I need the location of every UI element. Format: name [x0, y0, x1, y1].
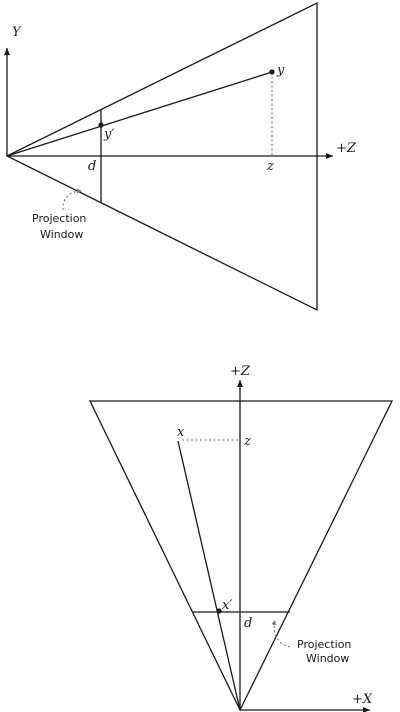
bottom-window-label-line2: Window	[306, 652, 349, 665]
top-d-label: d	[88, 159, 96, 174]
top-point-y-prime-label: y′	[103, 127, 114, 142]
bottom-point-x-label: x	[177, 425, 185, 440]
bottom-d-label: d	[244, 616, 252, 631]
top-point-y	[269, 69, 275, 75]
bottom-point-x-prime	[216, 608, 222, 614]
bottom-z-label: z	[243, 434, 251, 449]
top-frustum	[5, 1, 318, 312]
top-point-y-label: y	[276, 63, 285, 78]
top-diagram: Y +Z y y′ d z Projection Window	[4, 1, 357, 312]
top-ray-to-y	[6, 71, 273, 157]
bottom-diagram: +Z +X x x′ d z Projection Window	[88, 364, 394, 712]
bottom-window-callout-arrow	[271, 619, 291, 648]
top-point-y-prime	[98, 122, 104, 128]
top-window-label-line1: Projection	[32, 212, 86, 225]
bottom-window-label-line1: Projection	[297, 638, 351, 651]
top-y-axis-label: Y	[12, 25, 22, 40]
top-window-callout-arrow	[62, 188, 83, 211]
top-window-label-line2: Window	[40, 228, 83, 241]
bottom-z-axis-label: +Z	[230, 364, 251, 379]
bottom-ray-to-x	[177, 440, 241, 711]
top-z-label: z	[266, 159, 274, 174]
bottom-point-x-prime-label: x′	[222, 598, 232, 613]
bottom-x-axis-label: +X	[352, 692, 373, 707]
bottom-frustum	[88, 400, 394, 712]
top-z-axis-label: +Z	[336, 141, 357, 156]
